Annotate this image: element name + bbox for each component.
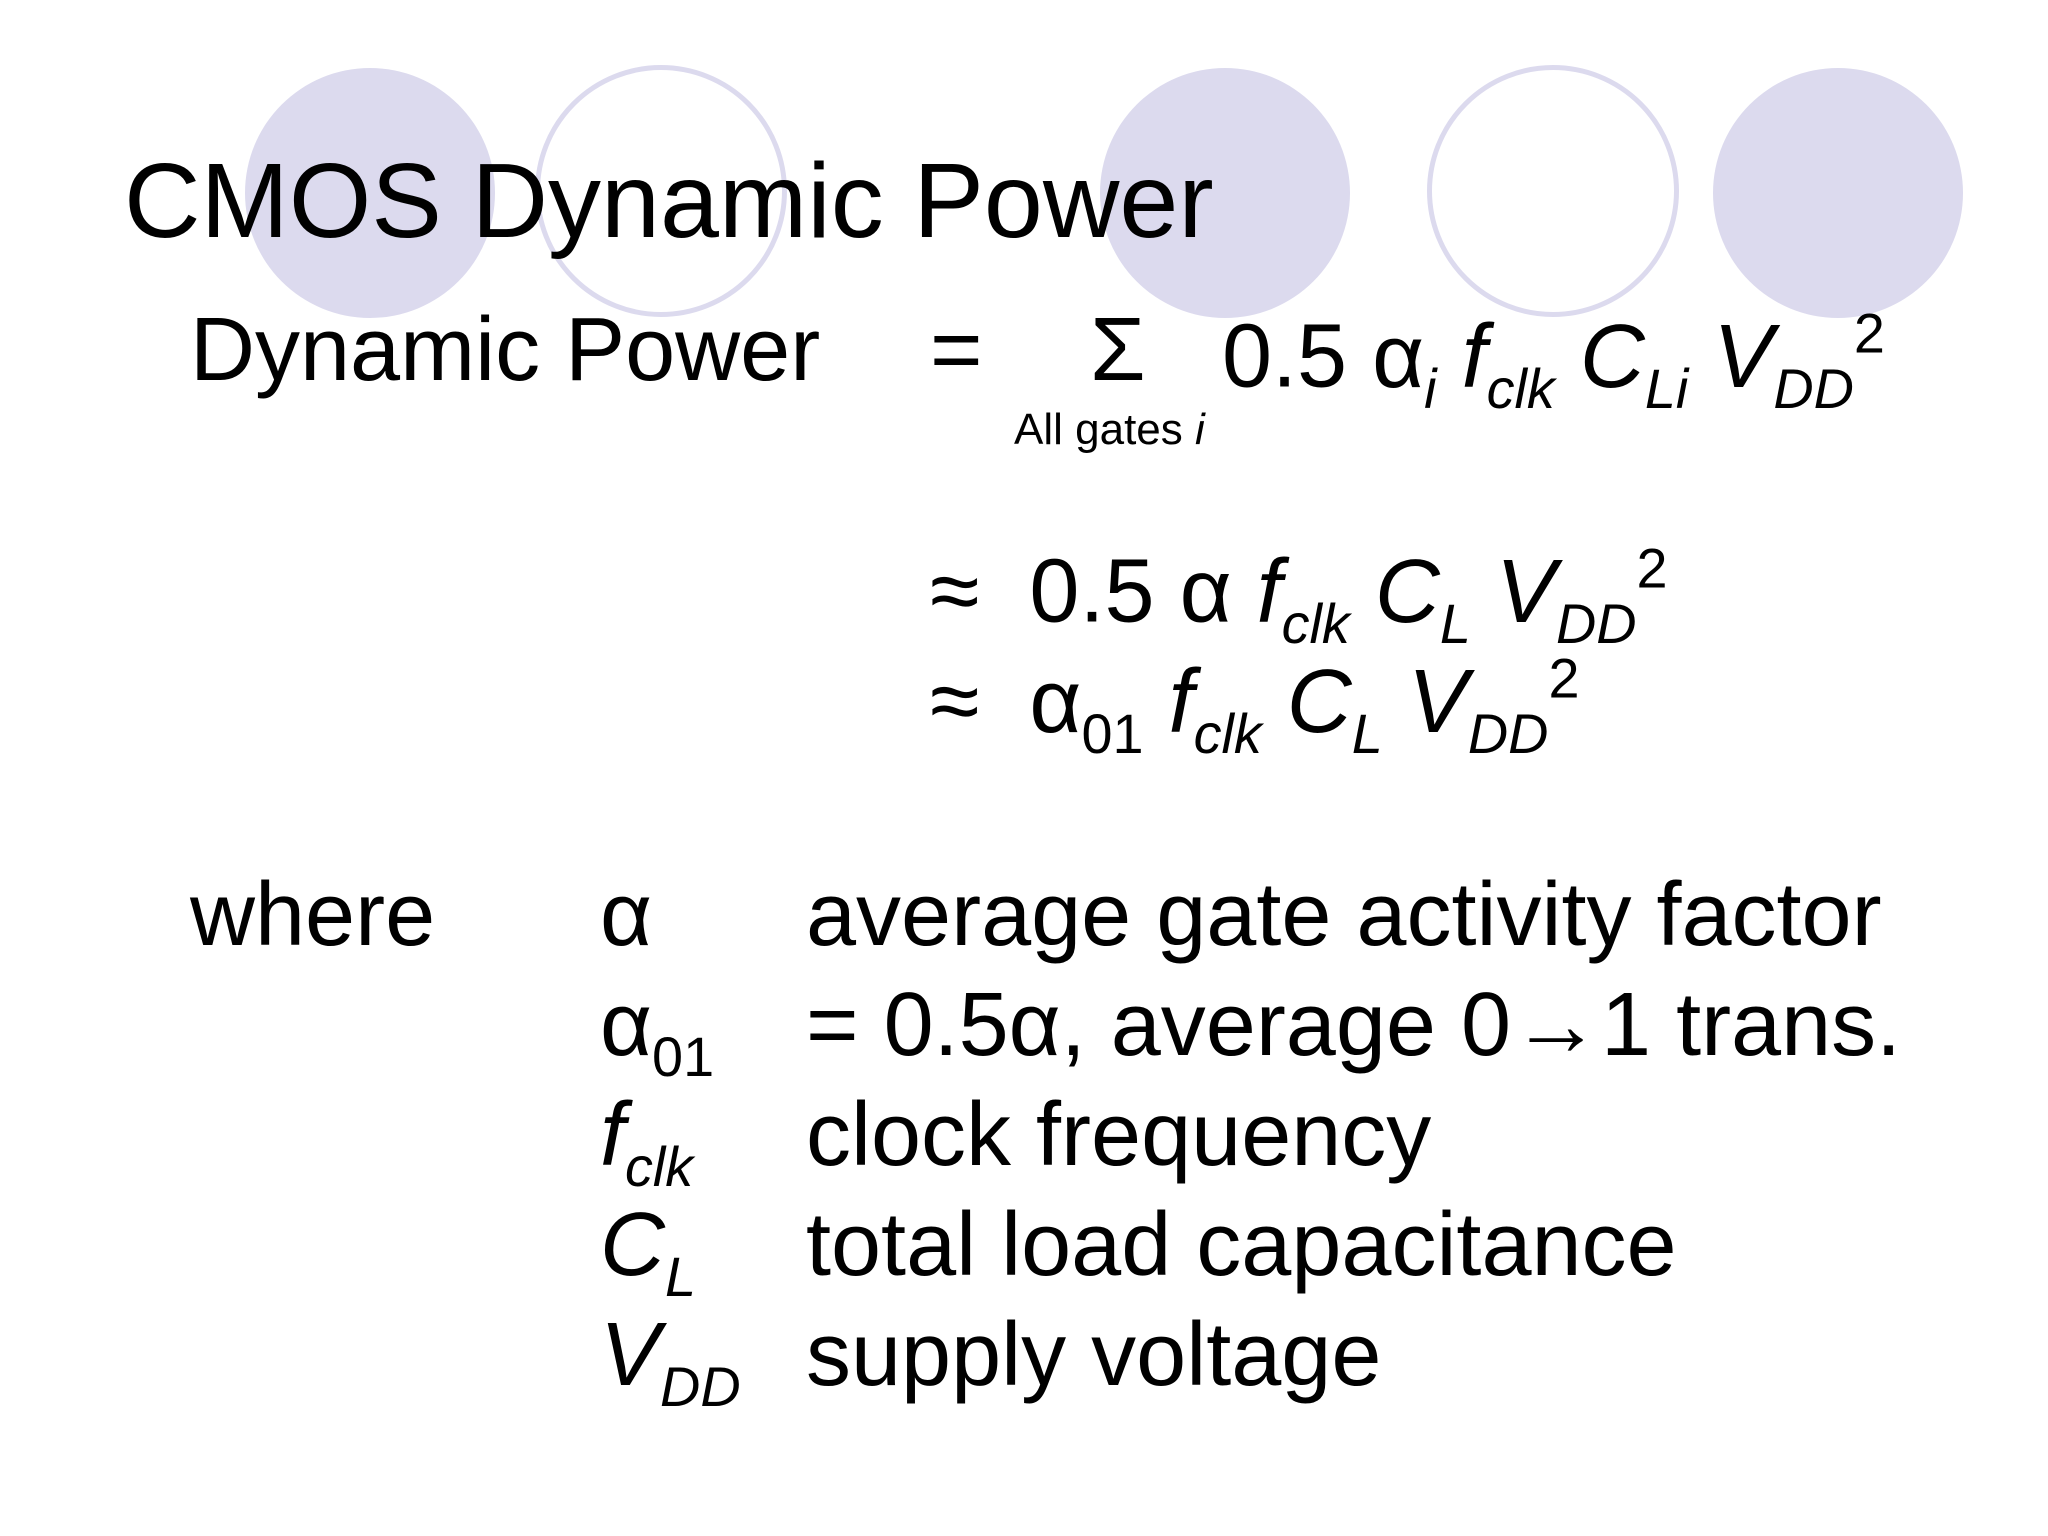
alpha-i: αi: [1372, 306, 1437, 420]
equation-lhs: Dynamic Power: [190, 300, 821, 400]
def-symbol-cl: CL: [600, 1195, 697, 1309]
def-desc-alpha01: = 0.5α, average 0→1 trans.: [806, 975, 1902, 1075]
decor-circle-3: [1100, 68, 1350, 318]
sum-expression: 0.5 αi fclk CLi VDD2: [1222, 305, 1885, 417]
sum-symbol: Σ: [1090, 300, 1146, 400]
def-symbol-fclk: fclk: [600, 1085, 694, 1199]
decor-circle-4: [1427, 65, 1679, 317]
def-symbol-vdd: VDD: [600, 1305, 741, 1419]
f-clk: fclk: [1461, 306, 1555, 420]
page-title: CMOS Dynamic Power: [124, 142, 1214, 260]
equals-sign: =: [930, 300, 983, 400]
def-desc-vdd: supply voltage: [806, 1305, 1382, 1405]
decor-circle-1: [245, 68, 495, 318]
c-li: CLi: [1579, 306, 1689, 420]
approx-line-2: ≈ α01 fclk CL VDD2: [930, 646, 1580, 765]
decor-circle-2: [535, 65, 787, 317]
def-desc-alpha: average gate activity factor: [806, 865, 1882, 965]
approx-symbol: ≈: [930, 541, 980, 642]
coefficient: 0.5: [1222, 306, 1348, 407]
decor-circle-5: [1713, 68, 1963, 318]
approx-line-1: ≈ 0.5 α fclk CL VDD2: [930, 536, 1668, 655]
def-symbol-alpha01: α01: [600, 975, 715, 1089]
def-desc-cl: total load capacitance: [806, 1195, 1677, 1295]
where-label: where: [190, 865, 436, 965]
v-dd-squared: VDD2: [1713, 301, 1885, 420]
def-symbol-alpha: α: [600, 865, 653, 965]
sum-index-label: All gates i: [1014, 405, 1205, 454]
def-desc-fclk: clock frequency: [806, 1085, 1432, 1185]
approx-symbol: ≈: [930, 651, 980, 752]
